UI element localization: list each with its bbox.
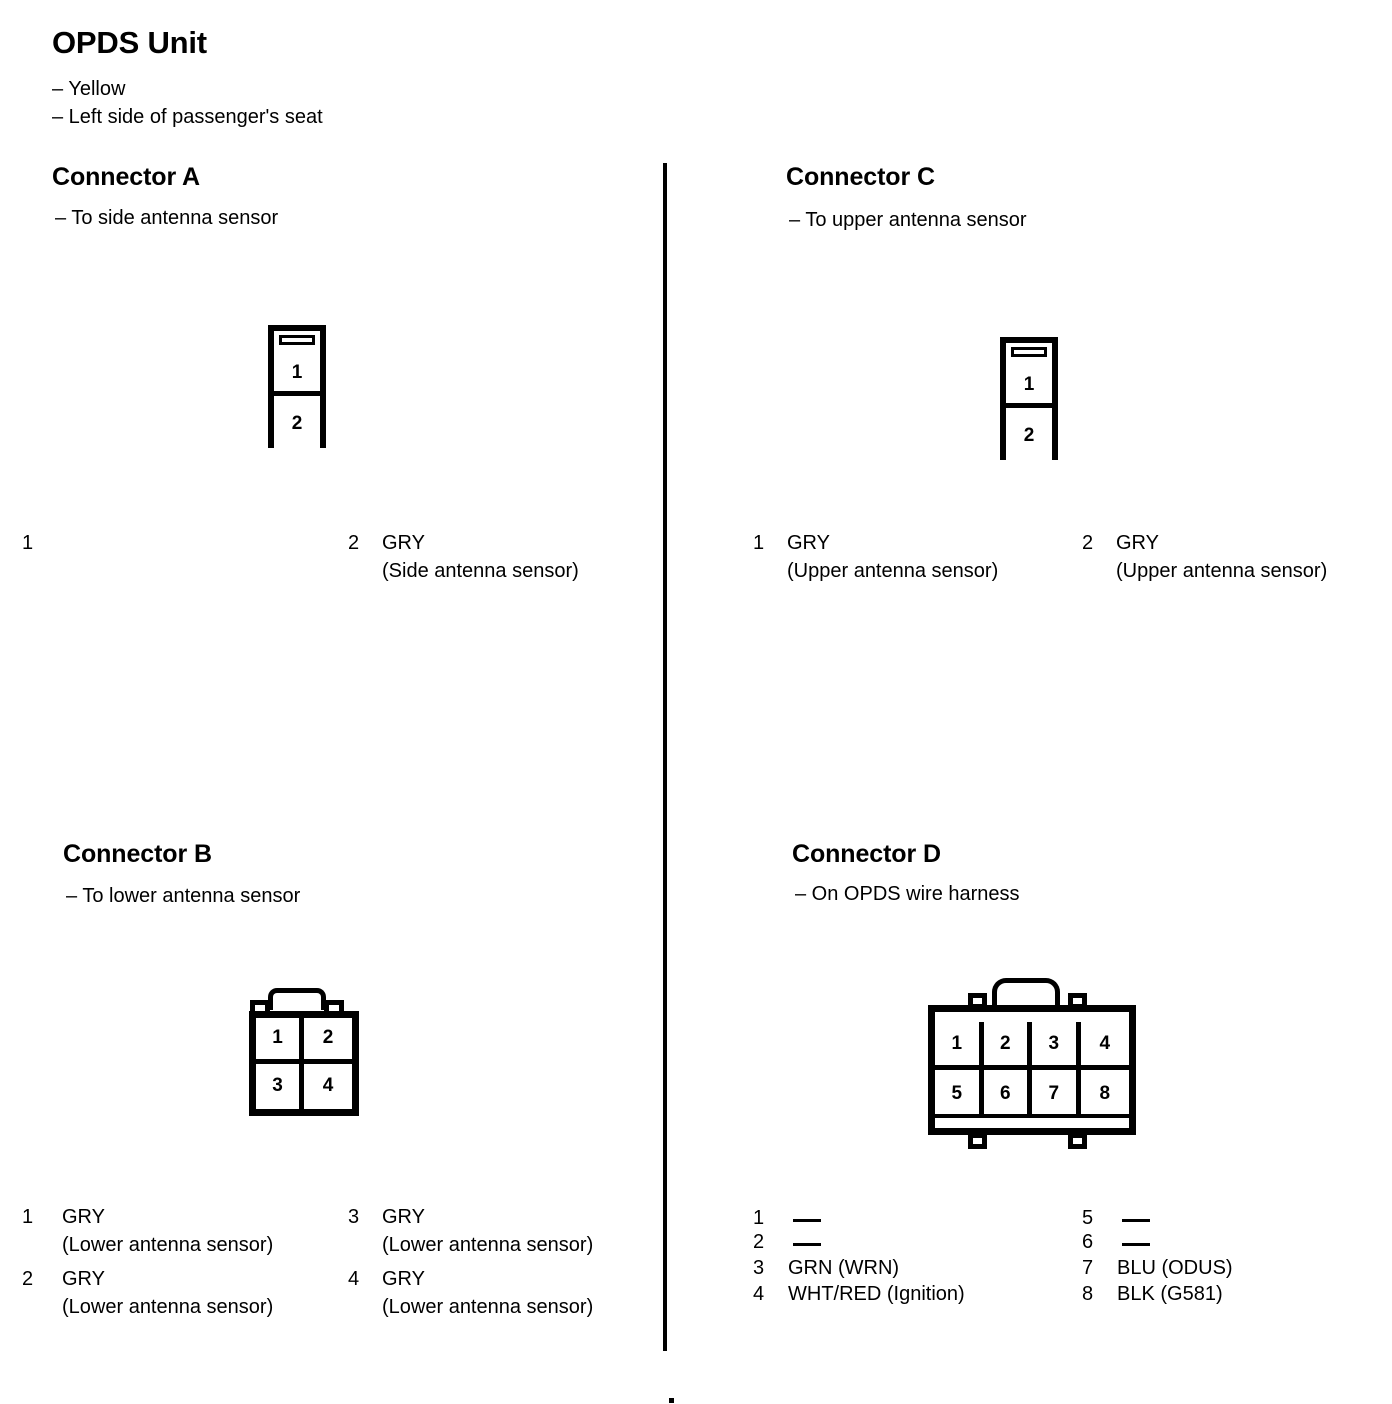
pin-number: 4 [348, 1268, 360, 1290]
connector-a-note: – To side antenna sensor [55, 207, 279, 229]
connector-b-latch-icon [268, 988, 326, 1010]
connector-d-body: 1 2 3 4 5 6 7 8 [928, 1005, 1136, 1135]
connector-d-bottom-rail [935, 1114, 1129, 1128]
connector-b-pin-cell-4: 4 [304, 1063, 352, 1109]
connector-d-pin-cell-2: 2 [983, 1022, 1032, 1070]
connector-b-title: Connector B [63, 840, 212, 868]
pin-number: 2 [348, 532, 360, 554]
connector-c-note: – To upper antenna sensor [789, 209, 1027, 231]
pin-number: 2 [22, 1268, 34, 1290]
pin-number: 8 [1082, 1283, 1094, 1305]
connector-c-title: Connector C [786, 163, 935, 191]
connector-b-pin-cell-1: 1 [256, 1018, 304, 1064]
connector-d-note: – On OPDS wire harness [795, 883, 1020, 905]
unit-note-location: – Left side of passenger's seat [52, 106, 323, 128]
connector-b-pin-cell-2: 2 [304, 1018, 352, 1064]
pin-number: 1 [22, 1206, 34, 1228]
pin-wire-code: BLK (G581) [1117, 1283, 1223, 1305]
pin-number: 2 [1082, 532, 1094, 554]
pin-number: 6 [1082, 1231, 1094, 1253]
connector-d-pin-cell-5: 5 [935, 1070, 984, 1118]
connector-c-pin-cell-2: 2 [1006, 413, 1052, 460]
connector-a-body: 1 2 [268, 325, 326, 448]
connector-d-pin-cell-1: 1 [935, 1022, 984, 1070]
connector-a-pin-cell-2: 2 [274, 401, 320, 448]
connector-c-latch-icon [1011, 347, 1047, 357]
unit-note-color: – Yellow [52, 78, 126, 100]
connector-a-title: Connector A [52, 163, 200, 191]
pin-wire-code: GRY [62, 1268, 105, 1290]
pin-wire-code: GRY [1116, 532, 1159, 554]
connector-b-pin-cell-3: 3 [256, 1063, 304, 1109]
connector-d-pin-cell-3: 3 [1032, 1022, 1081, 1070]
pin-number: 3 [753, 1257, 765, 1279]
pin-description: (Lower antenna sensor) [382, 1234, 594, 1256]
pin-wire-code: GRY [382, 1206, 425, 1228]
pin-description: (Lower antenna sensor) [382, 1296, 594, 1318]
page-title: OPDS Unit [52, 25, 207, 60]
connector-d-title: Connector D [792, 840, 941, 868]
pin-wire-code: BLU (ODUS) [1117, 1257, 1233, 1279]
connector-d-bottom-tab-left-icon [968, 1133, 987, 1149]
connector-a-pin-cell-1: 1 [274, 350, 320, 396]
pin-empty-dash-icon [1122, 1219, 1150, 1222]
pin-number: 1 [22, 532, 34, 554]
pin-description: (Lower antenna sensor) [62, 1234, 274, 1256]
connector-c-pin-cell-1: 1 [1006, 362, 1052, 408]
pin-wire-code: GRY [382, 532, 425, 554]
connector-d-pin-cell-6: 6 [983, 1070, 1032, 1118]
pin-empty-dash-icon [1122, 1243, 1150, 1246]
pin-number: 7 [1082, 1257, 1094, 1279]
pin-wire-code: GRY [787, 532, 830, 554]
pin-number: 5 [1082, 1207, 1094, 1229]
connector-c-body: 1 2 [1000, 337, 1058, 460]
connector-d-latch-icon [992, 978, 1060, 1008]
connector-d-pin-cell-4: 4 [1080, 1022, 1129, 1070]
pin-number: 4 [753, 1283, 765, 1305]
pin-description: (Upper antenna sensor) [787, 560, 999, 582]
connector-d-bottom-tab-right-icon [1068, 1133, 1087, 1149]
pin-description: (Side antenna sensor) [382, 560, 579, 582]
pin-number: 1 [753, 1207, 765, 1229]
pin-wire-code: GRY [62, 1206, 105, 1228]
connector-b-body: 1 2 3 4 [249, 1011, 359, 1116]
pin-empty-dash-icon [793, 1243, 821, 1246]
pin-description: (Lower antenna sensor) [62, 1296, 274, 1318]
connector-b-note: – To lower antenna sensor [66, 885, 301, 907]
pin-wire-code: GRN (WRN) [788, 1257, 900, 1279]
pin-description: (Upper antenna sensor) [1116, 560, 1328, 582]
connector-d-pin-cell-7: 7 [1032, 1070, 1081, 1118]
pin-number: 3 [348, 1206, 360, 1228]
pin-empty-dash-icon [793, 1219, 821, 1222]
column-divider [663, 163, 667, 1351]
page-footer-mark [669, 1398, 674, 1403]
pin-wire-code: GRY [382, 1268, 425, 1290]
connector-d-pin-cell-8: 8 [1080, 1070, 1129, 1118]
connector-a-latch-icon [279, 335, 315, 345]
pin-number: 1 [753, 532, 765, 554]
pin-wire-code: WHT/RED (Ignition) [788, 1283, 965, 1305]
pin-number: 2 [753, 1231, 765, 1253]
